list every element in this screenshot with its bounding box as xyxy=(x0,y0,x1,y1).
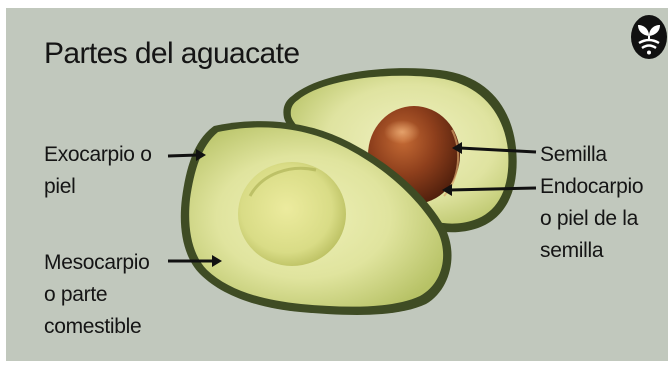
mesocarp-label-line-3: comestible xyxy=(44,313,141,341)
endocarp-label-line-3: semilla xyxy=(540,237,603,265)
endocarp-arrow xyxy=(450,188,536,190)
diagram-title: Partes del aguacate xyxy=(44,36,299,72)
exocarp-label-line-1: Exocarpio o xyxy=(44,141,152,169)
mesocarp-label-line-2: o parte xyxy=(44,281,107,309)
mesocarp-label-line-1: Mesocarpio xyxy=(44,249,150,277)
endocarp-label-line-1: Endocarpio xyxy=(540,173,643,201)
seed-label: Semilla xyxy=(540,141,607,169)
pit-cavity xyxy=(238,162,346,266)
endocarp-label-line-2: o piel de la xyxy=(540,205,638,233)
exocarp-arrow xyxy=(168,155,198,156)
exocarp-label-line-2: piel xyxy=(44,173,76,201)
seed-highlight xyxy=(384,120,420,144)
sprout-wifi-logo-icon xyxy=(630,14,668,60)
